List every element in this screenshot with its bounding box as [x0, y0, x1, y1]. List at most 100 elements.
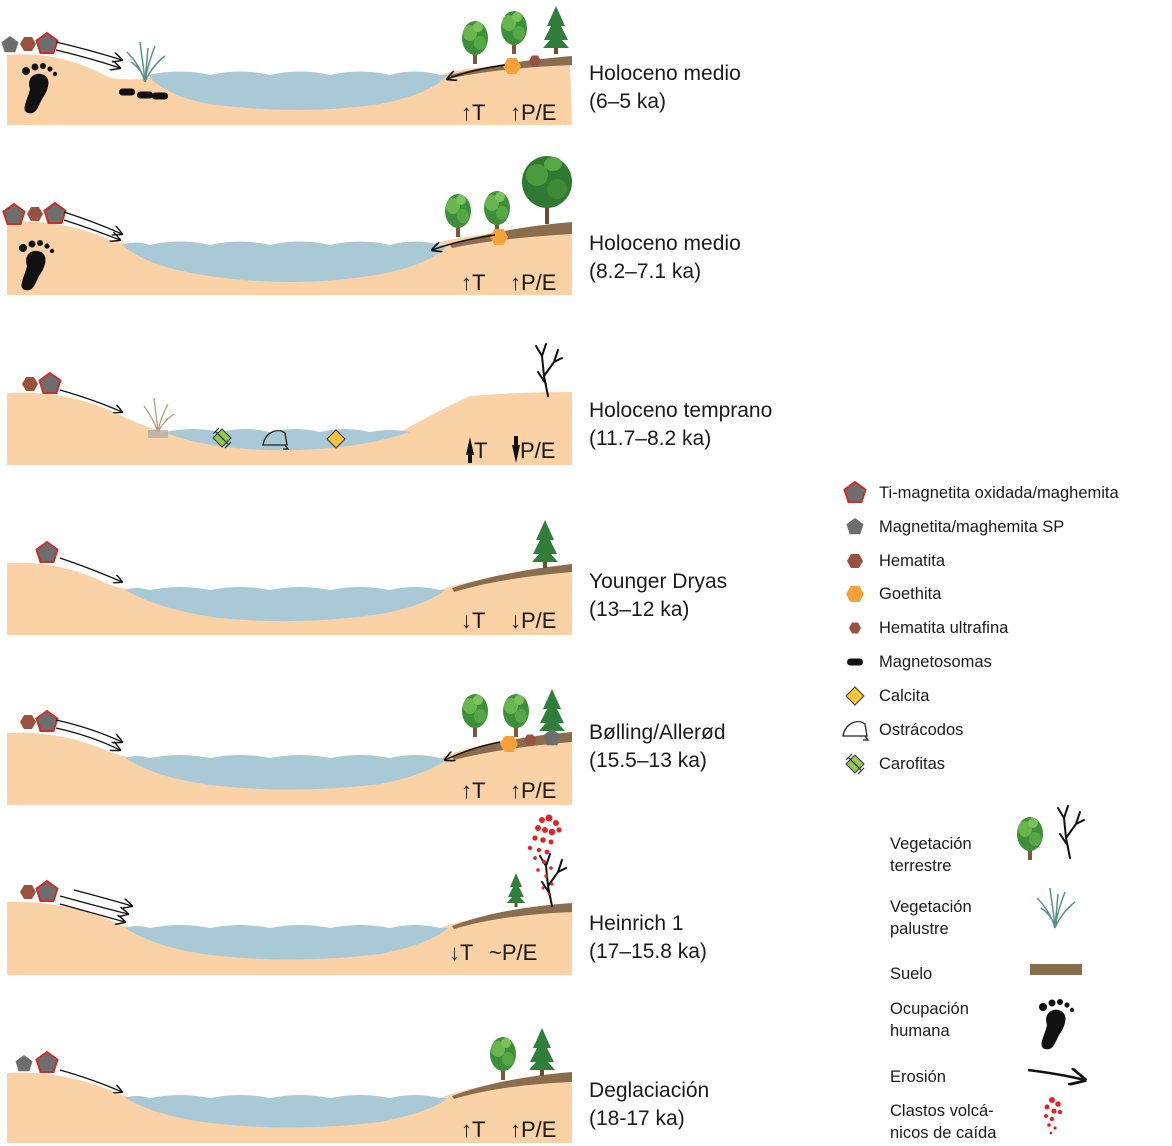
- erosion-arrow: [59, 903, 125, 922]
- panel-age: (15.5–13 ka): [589, 749, 707, 772]
- legend-item: Hematita: [845, 548, 945, 574]
- volcanic-clasts-icon: [1044, 1097, 1063, 1135]
- sediment-debris: [148, 430, 168, 438]
- precip-evap-indicator: ↑P/E: [510, 270, 557, 295]
- temperature-indicator: ↑T: [461, 1117, 486, 1142]
- magnetite-sp-icon: [543, 729, 561, 746]
- lake: [148, 71, 448, 110]
- hematite-icon: [20, 715, 36, 729]
- erosion-arrow: [447, 64, 506, 79]
- hematite-icon: [20, 37, 36, 51]
- tree-icon: [503, 694, 529, 737]
- oxidized-ti-magnetite-icon: [38, 372, 62, 394]
- soil-layer: [452, 564, 572, 592]
- magnetite-sp-icon: [1, 36, 19, 53]
- soil-layer: [452, 903, 572, 929]
- panel-bolling-allerod: [7, 689, 572, 805]
- precip-evap-indicator: ↑P/E: [510, 778, 557, 803]
- erosion-arrow-icon: [1027, 1070, 1085, 1080]
- erosion-arrow: [59, 895, 128, 914]
- hematite-icon: [20, 885, 36, 899]
- erosion-arrow: [59, 557, 122, 582]
- lake: [122, 241, 448, 282]
- erosion-arrow: [55, 41, 122, 60]
- panel-title: Deglaciación: [589, 1079, 710, 1102]
- legend-label: Carofitas: [879, 754, 946, 773]
- legend-item: Magnetita/maghemita SP: [845, 514, 1064, 540]
- legend-label: Hematita ultrafina: [879, 618, 1009, 637]
- footprint-icon: [1039, 999, 1075, 1050]
- lake: [125, 1095, 448, 1128]
- bare-tree-icon: [1057, 805, 1085, 859]
- legend-item: Ti-magnetita oxidada/maghemita: [845, 480, 1119, 506]
- precip-evap-indicator: ~P/E: [489, 940, 538, 965]
- hematite-icon: [27, 207, 43, 221]
- tree-icon: [1017, 817, 1043, 860]
- panel-younger-dryas: [7, 520, 572, 635]
- panel-holoceno-temprano: [7, 343, 572, 465]
- erosion-arrow: [432, 234, 496, 250]
- legend-item: Calcita: [845, 683, 929, 709]
- temperature-indicator: ↑T: [461, 100, 486, 125]
- legend-label: Suelo: [890, 965, 933, 983]
- hematite-icon: [22, 377, 38, 391]
- panel-label-holoceno-temprano: Holoceno temprano (11.7–8.2 ka): [589, 397, 772, 453]
- sediment-basin: [7, 392, 572, 465]
- conifer-icon: [532, 520, 558, 568]
- legend-item: Ostrácodos: [845, 717, 963, 743]
- tree-icon: [501, 11, 527, 54]
- precip-evap-indicator: P/E: [520, 438, 556, 463]
- temperature-indicator: ↓T: [449, 940, 474, 965]
- panel-title: Holoceno temprano: [589, 399, 773, 422]
- panel-title: Younger Dryas: [589, 570, 728, 593]
- panel-label-holoceno-medio-6-5: Holoceno medio (6–5 ka): [589, 60, 741, 116]
- legend-item: Goethita: [845, 581, 941, 607]
- panel-age: (13–12 ka): [589, 598, 690, 621]
- oxidized-ti-magnetite-icon: [35, 710, 59, 732]
- soil-layer: [450, 222, 572, 248]
- legend-feature-icons: [1017, 805, 1085, 1135]
- conifer-icon: [529, 1028, 555, 1076]
- legend-label: Magnetita/maghemita SP: [879, 517, 1065, 536]
- dry-marsh-grass-icon: [143, 397, 175, 433]
- panel-label-deglaciacion: Deglaciación (18-17 ka): [589, 1077, 709, 1133]
- panel-heinrich-1: [7, 814, 572, 975]
- legend-label: Ocupación humana: [890, 1000, 969, 1040]
- legend-label: Erosión: [890, 1068, 946, 1086]
- panel-age: (8.2–7.1 ka): [589, 260, 702, 283]
- panel-label-younger-dryas: Younger Dryas (13–12 ka): [589, 568, 727, 624]
- legend-label: Ostrácodos: [879, 720, 964, 739]
- panel-holoceno-medio-6-5: [1, 6, 572, 125]
- legend-item: Hematita ultrafina: [845, 615, 1008, 641]
- panel-title: Holoceno medio: [589, 62, 741, 85]
- soil-layer: [452, 1072, 572, 1099]
- panel-title: Holoceno medio: [589, 232, 741, 255]
- bare-tree-icon: [535, 343, 563, 397]
- grass-icon: [1036, 887, 1076, 929]
- legend-label: Magnetosomas: [879, 652, 992, 671]
- tree-icon: [484, 191, 510, 234]
- magnetosome-icon: [152, 92, 168, 100]
- panel-holoceno-medio-8-7: [2, 156, 572, 295]
- lake: [125, 925, 448, 960]
- oxidized-ti-magnetite-icon: [35, 880, 59, 902]
- magnetite-sp-icon: [15, 1055, 33, 1072]
- panel-label-holoceno-medio-8-7: Holoceno medio (8.2–7.1 ka): [589, 230, 741, 286]
- legend-label: Goethita: [879, 584, 942, 603]
- tree-icon: [462, 694, 488, 737]
- precip-evap-indicator: ↑P/E: [510, 100, 557, 125]
- precip-evap-indicator: ↓P/E: [510, 608, 557, 633]
- panel-age: (18-17 ka): [589, 1107, 685, 1130]
- magnetosome-icon: [137, 91, 153, 99]
- soil-strip-icon: [1030, 964, 1082, 975]
- panel-age: (17–15.8 ka): [589, 940, 707, 963]
- erosion-arrow: [63, 219, 120, 240]
- temperature-indicator: ↓T: [461, 608, 486, 633]
- panel-label-bolling-allerod: Bølling/Allerød (15.5–13 ka): [589, 719, 726, 775]
- erosion-arrow: [55, 719, 122, 742]
- erosion-arrow: [55, 727, 120, 750]
- oxidized-ti-magnetite-icon: [35, 1051, 59, 1073]
- legend-label: Clastos volcá- nicos de caída: [890, 1102, 997, 1142]
- conifer-icon: [543, 6, 569, 54]
- temperature-indicator: ↑T: [461, 270, 486, 295]
